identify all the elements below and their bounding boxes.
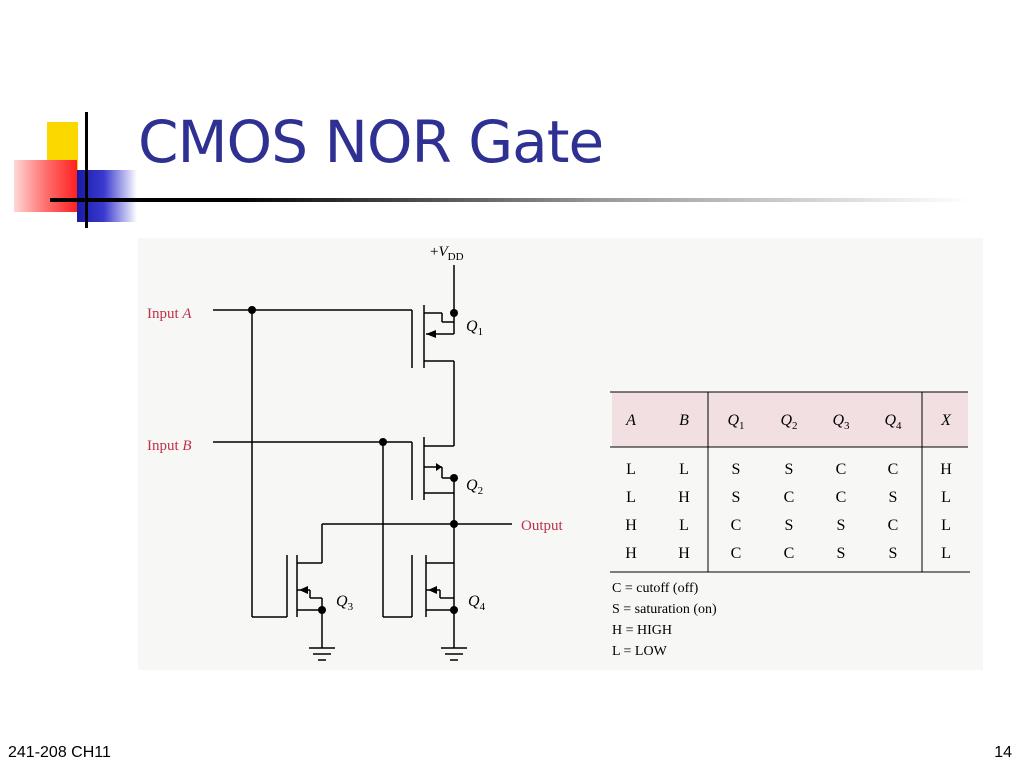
table-cell: C [888,461,899,478]
table-header-cell: B [679,412,689,429]
table-rules [610,391,970,573]
table-cell: S [889,545,898,562]
table-cell: S [889,489,898,506]
slide-title: CMOS NOR Gate [138,108,604,176]
table-cell: H [625,517,637,534]
decor-red-square [14,160,77,212]
junction-q1-source [450,309,458,317]
table-header-cell: Q3 [832,412,850,432]
input-b-label: Input B [147,438,192,454]
table-cell: L [626,461,636,478]
table-cell: L [941,545,951,562]
cmos-nor-figure: +VDD Input A Input B Output Q1 Q2 Q3 Q4 … [147,244,970,661]
arrowheads [299,330,442,594]
table-cell: C [836,489,847,506]
q2-arrow-icon [436,463,442,471]
title-underline [50,198,970,202]
q2-label: Q2 [466,477,483,497]
table-cell: S [785,461,794,478]
output-label: Output [521,518,564,534]
decor-vertical-rule [85,112,88,228]
vdd-label: +VDD [430,244,464,263]
legend-line: C = cutoff (off) [612,581,699,596]
table-cell: S [837,517,846,534]
q4-label: Q4 [468,593,486,613]
table-header-cell: Q1 [727,412,744,432]
slide-number: 14 [994,744,1012,761]
q3-arrow-icon [299,586,308,594]
table-cell: C [784,489,795,506]
table-header-row: A B Q1 Q2 Q3 Q4 X [625,412,952,432]
table-header-bg [612,392,968,447]
table-cell: C [888,517,899,534]
table-legend: C = cutoff (off) S = saturation (on) H = H… [612,581,717,659]
input-a-label: Input A [147,306,192,322]
footer-course-code: 241-208 CH11 [8,744,111,761]
table-cell: C [731,545,742,562]
junction-q4-source [450,606,458,614]
table-cell: H [625,545,637,562]
table-cell: S [837,545,846,562]
table-cell: C [784,545,795,562]
junction-q3-source [318,606,326,614]
table-cell: L [941,489,951,506]
q3-label: Q3 [336,593,354,613]
legend-line: H = HIGH [612,623,672,638]
table-cell: C [836,461,847,478]
ground-symbols [309,647,467,661]
q1-arrow-icon [426,330,436,338]
table-cell: C [731,517,742,534]
circuit-wires [213,265,512,648]
legend-line: S = saturation (on) [612,602,717,617]
table-cell: H [678,545,690,562]
junction-q2-source [450,474,458,482]
table-cell: S [785,517,794,534]
junction-input-a [248,306,256,314]
q4-arrow-icon [428,586,437,594]
table-cell: H [940,461,952,478]
junction-input-b [379,438,387,446]
table-cell: L [941,517,951,534]
table-cell: L [679,461,689,478]
table-header-cell: X [940,412,952,429]
table-cell: L [679,517,689,534]
table-cell: L [626,489,636,506]
table-header-cell: Q4 [884,412,902,432]
ground-icon [441,647,467,661]
table-header-cell: Q2 [780,412,797,432]
ground-icon [309,647,335,661]
table-cell: H [678,489,690,506]
junction-dots [248,306,458,614]
junction-output [450,520,458,528]
q1-label: Q1 [466,318,483,338]
table-header-cell: A [625,412,636,429]
table-cell: S [732,489,741,506]
table-cell: S [732,461,741,478]
figure-panel: +VDD Input A Input B Output Q1 Q2 Q3 Q4 … [138,238,983,670]
legend-line: L = LOW [612,644,668,659]
